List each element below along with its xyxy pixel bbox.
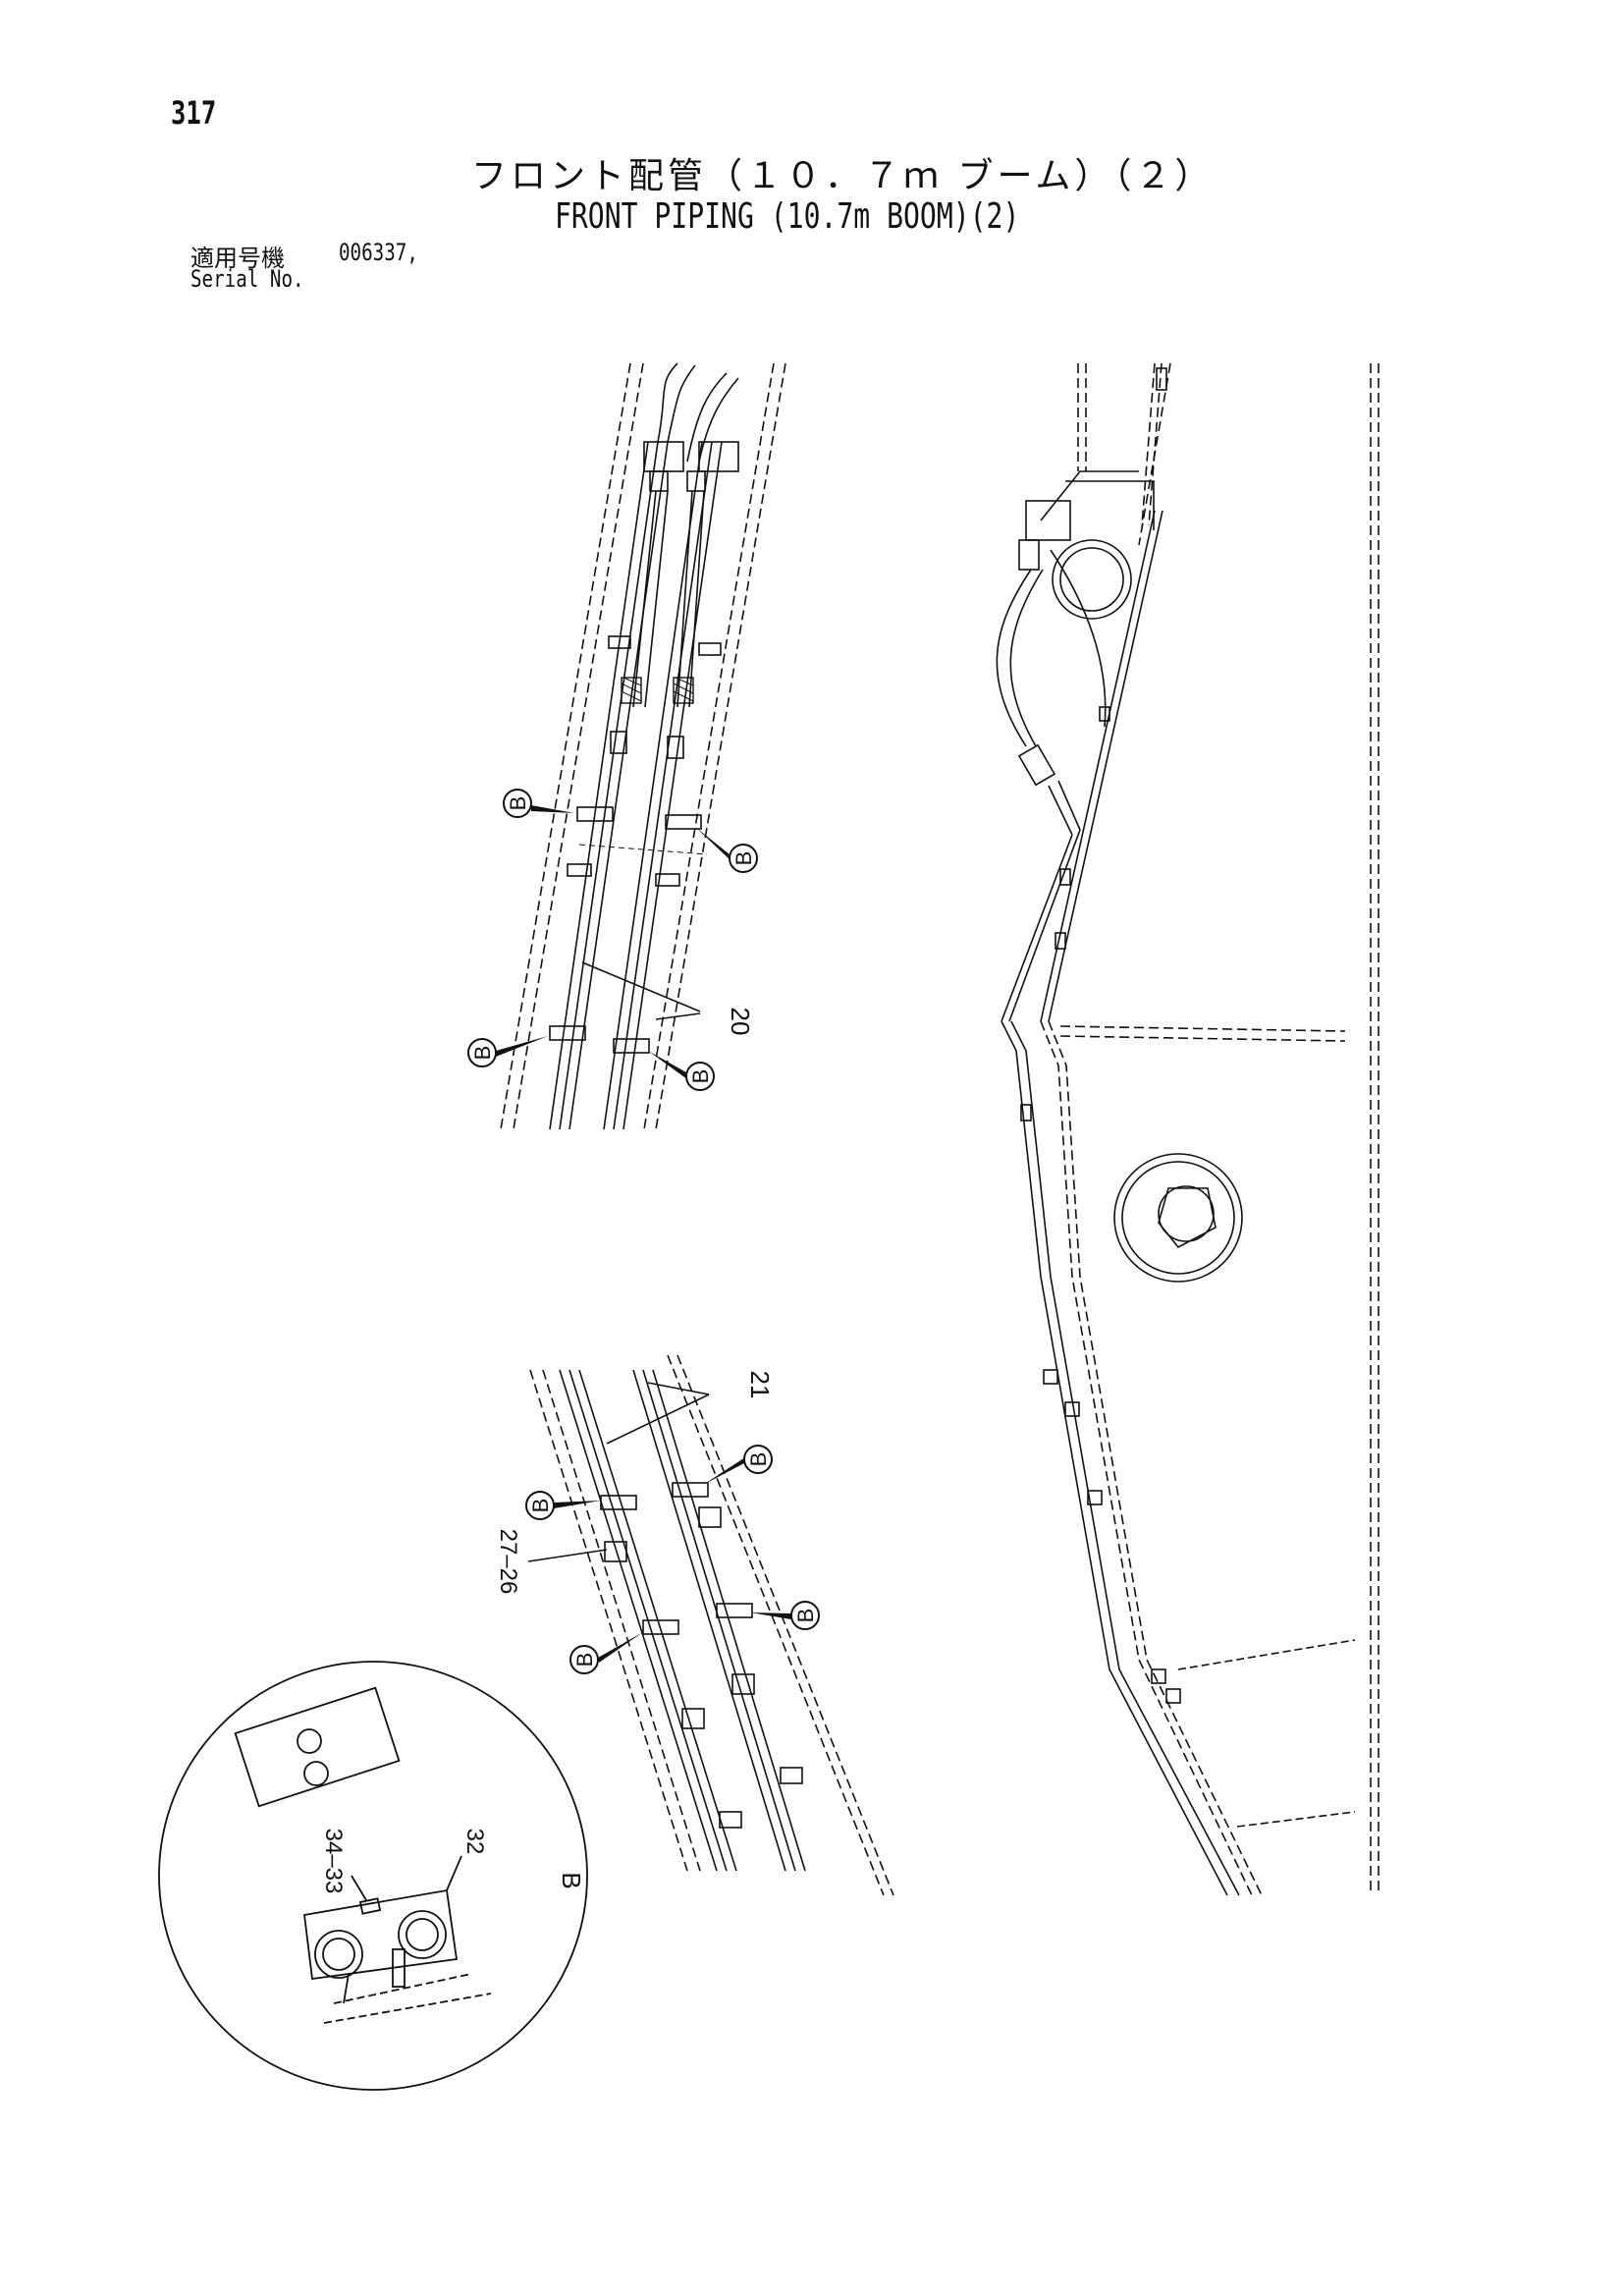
callout-b-1-label: B <box>506 796 530 811</box>
page-title-english: FRONT PIPING (10.7m BOOM)(2) <box>555 196 1020 237</box>
callout-b-7-label: B <box>793 1609 818 1623</box>
callout-b-5-label: B <box>746 1452 771 1467</box>
serial-label-japanese: 適用号機 <box>190 245 285 272</box>
callout-b-2-label: B <box>731 851 756 866</box>
callout-b-8-label: B <box>572 1653 597 1667</box>
lower-callouts: 21 B B 27–26 B B <box>495 1371 820 1674</box>
upper-pipe-view <box>500 362 786 1130</box>
lower-pipe-view <box>527 1354 894 1896</box>
part-number-21: 21 <box>745 1371 775 1399</box>
page-number: 317 <box>171 94 217 132</box>
callout-b-1 <box>503 789 532 818</box>
serial-number-value: 006337, <box>339 239 418 266</box>
boom-side-view <box>996 362 1380 1896</box>
part-number-34-33: 34–33 <box>320 1829 347 1894</box>
callout-b-6-label: B <box>528 1499 553 1513</box>
detail-b-callouts: 34–33 32 B <box>320 1829 586 1895</box>
callout-b-4-label: B <box>688 1069 713 1084</box>
upper-callouts: B B B B 20 <box>467 789 758 1091</box>
callout-b-8 <box>569 1645 599 1674</box>
detail-b-label: B <box>557 1872 586 1888</box>
serial-label-english: Serial No. <box>190 265 304 293</box>
part-number-32: 32 <box>461 1829 488 1855</box>
detail-b-view <box>158 1661 588 2091</box>
callout-b-3-label: B <box>470 1046 495 1061</box>
part-number-27-26: 27–26 <box>495 1529 521 1595</box>
page-title-japanese: フロント配管（１０．７ｍ ブーム）（２） <box>471 156 1215 196</box>
part-number-20: 20 <box>726 1008 755 1036</box>
